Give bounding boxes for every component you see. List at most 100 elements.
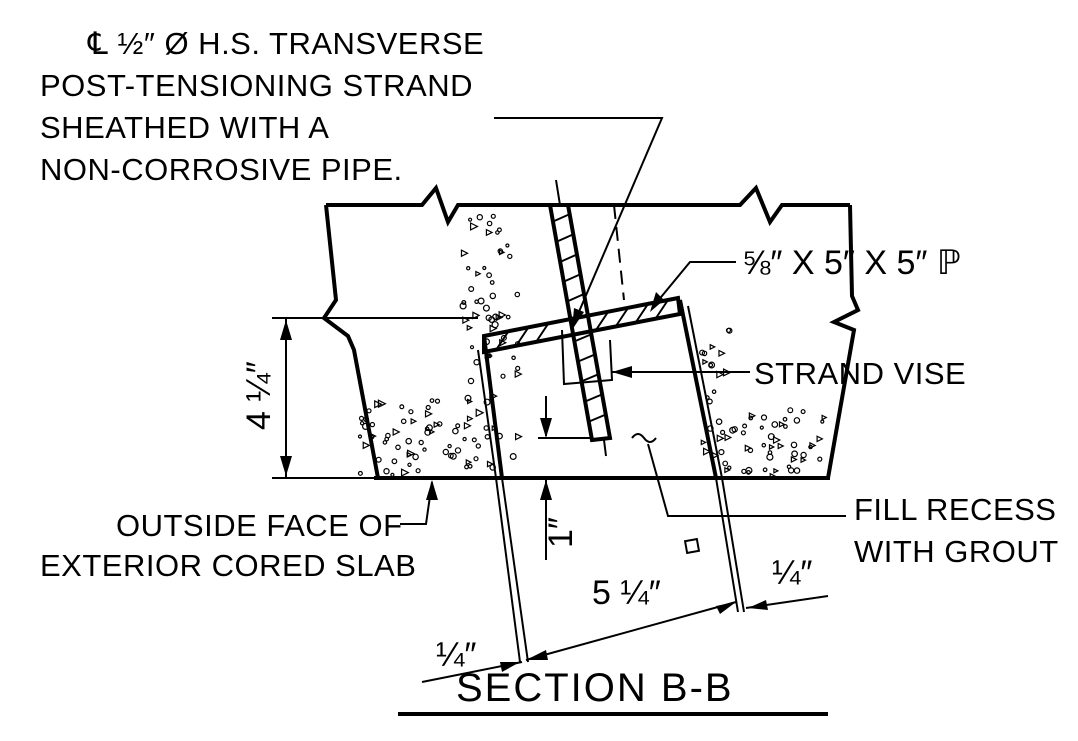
aggregate-triangle — [362, 441, 371, 450]
aggregate-dot — [790, 441, 798, 449]
aggregate-dot — [462, 436, 467, 442]
aggregate-dot — [422, 447, 427, 452]
strand-leader — [494, 117, 664, 329]
aggregate-dot — [395, 444, 401, 451]
aggregate-dot — [454, 447, 462, 454]
aggregate-dot — [791, 450, 798, 458]
aggregate-dot — [449, 452, 457, 460]
aggregate-dot — [484, 433, 491, 440]
aggregate-dot — [746, 470, 751, 475]
aggregate-dot — [464, 394, 472, 402]
aggregate-dot — [467, 377, 475, 385]
aggregate-dot — [447, 443, 452, 449]
aggregate-dot — [358, 415, 365, 421]
right-gap-dimension — [745, 595, 829, 610]
aggregate-dot — [385, 432, 391, 439]
aggregate-triangle — [709, 343, 717, 351]
aggregate-dot — [817, 456, 823, 462]
aggregate-triangle — [702, 447, 712, 456]
plate-hatch — [495, 299, 669, 351]
aggregate-dot — [424, 429, 432, 436]
aggregate-dot — [429, 398, 435, 404]
aggregate-dot — [482, 265, 487, 271]
aggregate-dot — [500, 373, 506, 379]
aggregate-triangle — [816, 435, 824, 443]
strand-note: ℄ ½″ Ø H.S. TRANSVERSE POST-TENSIONING S… — [40, 26, 484, 187]
aggregate-triangle — [400, 468, 410, 477]
aggregate-triangle — [433, 421, 441, 429]
aggregate-dot — [766, 453, 774, 461]
section-title: SECTION B-B — [456, 666, 734, 710]
aggregate-dot — [464, 464, 469, 470]
fill-recess-line-2: WITH GROUT — [854, 534, 1059, 569]
aggregate-triangle — [821, 414, 828, 421]
aggregate-dot — [363, 416, 370, 423]
aggregate-triangle — [460, 249, 469, 258]
aggregate-dot — [762, 467, 768, 473]
strand-leader-arrow — [572, 308, 584, 330]
plate-leader-arrow — [650, 292, 664, 312]
depth-dimension-label: 4 ¼″ — [240, 361, 278, 430]
aggregate-dot — [473, 456, 479, 462]
left-gap-dimension — [421, 661, 523, 683]
fill-recess-line-1: FILL RECESS — [854, 492, 1056, 527]
aggregate-dot — [390, 472, 395, 477]
aggregate-dot — [489, 280, 495, 285]
aggregate-triangle — [498, 249, 506, 256]
aggregate-dot — [357, 434, 363, 439]
aggregate-dot — [466, 266, 471, 271]
aggregate-dot — [793, 417, 801, 424]
aggregate-dot — [362, 422, 370, 430]
width-dimension — [525, 601, 737, 661]
aggregate-dot — [515, 365, 521, 371]
aggregate-dot — [740, 430, 747, 436]
clearance-dimension — [538, 396, 592, 560]
aggregate-triangle — [718, 349, 726, 358]
fill-recess-note: FILL RECESS WITH GROUT — [854, 492, 1059, 569]
aggregate-dot — [469, 345, 475, 350]
depth-dimension — [272, 317, 478, 479]
aggregate-dot — [787, 407, 794, 414]
aggregate-dot — [719, 429, 726, 435]
aggregate-triangle — [777, 442, 785, 450]
aggregate-dot — [505, 243, 510, 248]
aggregate-triangle — [392, 427, 401, 437]
aggregate-dot — [800, 409, 806, 415]
aggregate-triangle — [778, 420, 786, 428]
aggregate-dot — [507, 253, 513, 260]
aggregate-dot — [715, 418, 723, 426]
aggregate-dot — [461, 300, 467, 306]
aggregate-triangle — [768, 443, 776, 451]
aggregate-triangle — [800, 456, 807, 464]
aggregate-dot — [711, 389, 717, 395]
aggregate-triangle — [790, 455, 798, 463]
strand-vise-label: STRAND VISE — [754, 356, 966, 391]
aggregate-dot — [452, 427, 459, 435]
right-gap-dimension-label: ¼″ — [772, 554, 812, 592]
outside-face-line-2: EXTERIOR CORED SLAB — [40, 548, 416, 583]
aggregate-dot — [482, 304, 490, 312]
aggregate-triangle — [377, 399, 387, 409]
aggregate-dot — [718, 449, 725, 456]
aggregate-triangle — [700, 439, 707, 446]
post-tensioning-strand — [547, 179, 625, 457]
aggregate-dot — [375, 456, 382, 463]
aggregate-dot — [425, 404, 431, 411]
aggregate-triangle — [748, 412, 757, 420]
aggregate-triangle — [424, 409, 433, 418]
aggregate-dot — [495, 230, 500, 235]
aggregate-triangle — [370, 433, 377, 440]
aggregate-dot — [467, 463, 473, 469]
aggregate-dot — [708, 362, 714, 368]
aggregate-dot — [473, 359, 480, 366]
aggregate-triangle — [429, 428, 436, 435]
strand-note-line-1: ℄ ½″ Ø H.S. TRANSVERSE — [87, 26, 484, 61]
square-symbol — [683, 537, 701, 555]
aggregate-triangle — [489, 324, 498, 333]
clearance-dimension-label: 1″ — [542, 517, 580, 548]
aggregate-triangle — [716, 434, 725, 443]
aggregate-dot — [490, 213, 496, 219]
aggregate-dot — [383, 468, 390, 475]
aggregate-dot — [767, 433, 775, 441]
